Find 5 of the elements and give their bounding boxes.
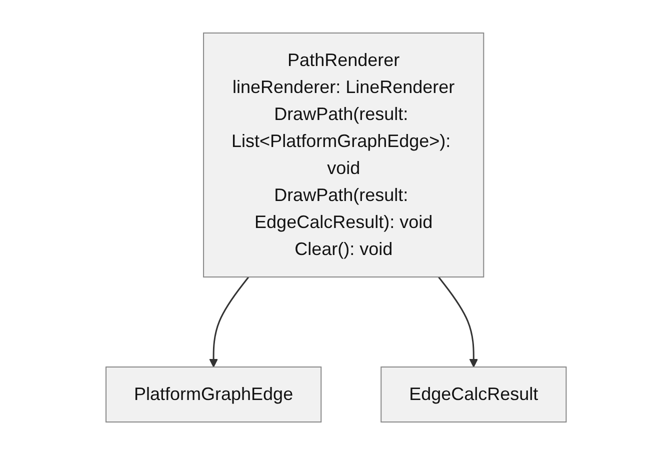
arrow	[438, 276, 478, 368]
node-box: EdgeCalcResult	[380, 366, 567, 422]
node-box: PlatformGraphEdge	[105, 366, 322, 422]
arrow	[209, 276, 250, 368]
node-box: PathRenderer lineRenderer: LineRenderer DrawPath(result: List<PlatformGraphEdge>): void DrawPath(result: EdgeCalcResult): void Clear(): void	[202, 32, 484, 278]
